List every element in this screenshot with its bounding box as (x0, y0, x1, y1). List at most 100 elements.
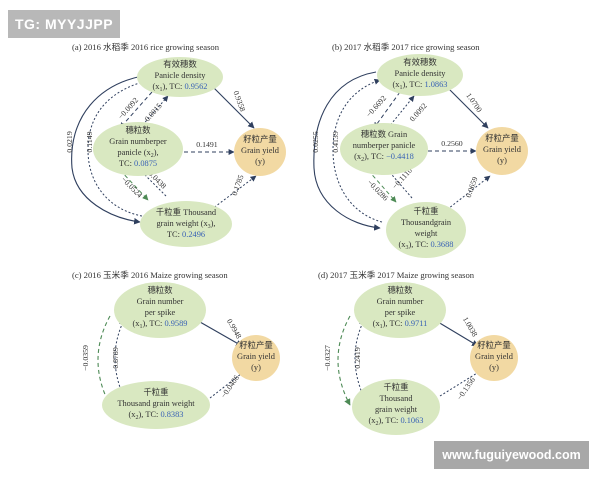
coef-a-x1-x3-a: 0.0219 (65, 131, 74, 153)
svg-text:(x2), TC: 0.8383: (x2), TC: 0.8383 (129, 410, 184, 421)
tc-value: 1.0863 (424, 80, 447, 89)
coef-b-x1-x2-a: −0.6692 (364, 94, 388, 119)
svg-text:(x2), TC: −0.4418: (x2), TC: −0.4418 (354, 152, 414, 163)
svg-text:numberper panicle: numberper panicle (353, 141, 416, 150)
svg-text:籽粒产量: 籽粒产量 (477, 340, 511, 350)
svg-text:Grain number: Grain number (377, 297, 424, 306)
svg-text:TC: 0.2496: TC: 0.2496 (167, 230, 205, 239)
svg-text:Panicle density: Panicle density (155, 71, 207, 80)
arrow-d-x1-y (437, 321, 479, 347)
arrow-b-x1-x3-outer (313, 71, 381, 231)
svg-text:Grain yield: Grain yield (241, 146, 280, 155)
node-d-x2: 千粒重 Thousand grain weight (x2), TC: 0.10… (352, 379, 440, 435)
svg-text:Grain number: Grain number (137, 297, 184, 306)
panel-b: (b) 2017 水稻季 2017 rice growing season 0.… (311, 41, 528, 258)
tc-value: 0.9711 (405, 319, 428, 328)
tc-value: 0.8383 (160, 410, 183, 419)
arrow-b-x1-x2-dashed (373, 91, 401, 129)
coef-b-x1-y: 1.0700 (464, 91, 484, 114)
tc-value: −0.4418 (386, 152, 414, 161)
coef-c-x1-y: 0.9948 (225, 317, 244, 340)
svg-text:穗粒数: 穗粒数 (147, 285, 173, 295)
arrow-b-x2-x3-dashed (367, 169, 397, 203)
svg-text:(x3), TC: 0.3688: (x3), TC: 0.3688 (399, 240, 454, 251)
svg-text:Thousand: Thousand (379, 394, 413, 403)
arrow-a-x3-y (207, 175, 257, 213)
svg-text:(x1), TC: 0.9589: (x1), TC: 0.9589 (133, 319, 188, 330)
node-a-y: 籽粒产量 Grain yield (y) (234, 128, 286, 176)
svg-text:有效穗数: 有效穗数 (163, 59, 197, 69)
svg-text:千粒重: 千粒重 (143, 387, 168, 397)
tc-value: 0.9562 (184, 82, 207, 91)
svg-text:Thousand grain weight: Thousand grain weight (117, 399, 195, 408)
coef-b-x1-x3-b: 0.4139 (331, 131, 340, 153)
arrow-a-x2-x1-dotted (139, 95, 169, 129)
node-d-y: 籽粒产量 Grain yield (y) (470, 335, 518, 381)
node-d-x1: 穗粒数 Grain number per spike (x1), TC: 0.9… (354, 282, 446, 338)
coef-d-x1-y: 1.0038 (461, 315, 480, 338)
coef-a-x1-x2-a: −0.0092 (116, 96, 140, 121)
svg-text:Grain numberper: Grain numberper (109, 137, 167, 146)
svg-text:panicle (x2),: panicle (x2), (117, 148, 158, 159)
node-a-x1: 有效穗数 Panicle density (x1), TC: 0.9562 (137, 57, 223, 97)
node-c-y: 籽粒产量 Grain yield (y) (232, 335, 280, 381)
arrow-b-x3-x1-dotted (332, 78, 383, 223)
arrow-a-x3-x1-dotted (87, 78, 151, 217)
tc-value: 0.3688 (430, 240, 453, 249)
tc-value: 0.0875 (134, 159, 157, 168)
coef-a-x2-x3-a: −0.0524 (119, 175, 144, 200)
svg-text:(x1), TC: 1.0863: (x1), TC: 1.0863 (393, 80, 448, 91)
svg-text:千粒重: 千粒重 (413, 206, 438, 216)
arrow-c-x1-y (199, 321, 243, 347)
panel-d: (d) 2017 玉米季 2017 Maize growing season −… (318, 269, 518, 435)
node-b-x1: 有效穗数 Panicle density (x1), TC: 1.0863 (377, 54, 463, 96)
coef-d-x1-x2-b: 0.2419 (353, 347, 362, 369)
arrow-d-x1-x2-dashed (337, 315, 351, 406)
coef-c-x1-x2-a: −0.0359 (81, 345, 90, 371)
node-c-x1: 穗粒数 Grain number per spike (x1), TC: 0.9… (114, 282, 206, 338)
svg-text:籽粒产量: 籽粒产量 (243, 134, 277, 144)
svg-text:TC: 0.0875: TC: 0.0875 (119, 159, 157, 168)
panel-d-title: (d) 2017 玉米季 2017 Maize growing season (318, 269, 475, 280)
svg-text:Thousandgrain: Thousandgrain (401, 218, 452, 227)
svg-text:(y): (y) (489, 363, 499, 372)
svg-text:grain weight: grain weight (375, 405, 418, 414)
svg-text:有效穗数: 有效穗数 (403, 57, 437, 67)
node-c-x2: 千粒重 Thousand grain weight (x2), TC: 0.83… (102, 381, 210, 429)
panel-a: (a) 2016 水稻季 2016 rice growing season 0.… (65, 41, 286, 247)
coef-d-x1-x2-a: −0.0327 (323, 345, 332, 371)
arrow-b-x3-y (443, 175, 491, 213)
tc-value: 0.2496 (182, 230, 205, 239)
coef-c-x2-y: −0.0406 (219, 373, 241, 399)
svg-text:Grain yield: Grain yield (483, 145, 522, 154)
watermark-bottom: www.fuguiyewood.com (434, 441, 589, 469)
arrow-d-x2-y (439, 369, 483, 397)
coef-b-x1-x2-b: 0.0092 (408, 101, 429, 123)
coef-d-x2-y: −0.1356 (455, 375, 477, 401)
svg-text:(y): (y) (251, 363, 261, 372)
coef-a-x1-x3-b: 0.1149 (85, 131, 94, 152)
node-a-x3: 千粒重 Thousand grain weight (x3), TC: 0.24… (140, 201, 232, 247)
svg-text:千粒重 Thousand: 千粒重 Thousand (156, 207, 217, 217)
svg-text:(x1), TC: 0.9711: (x1), TC: 0.9711 (373, 319, 428, 330)
svg-text:(y): (y) (497, 156, 507, 165)
tc-value: 0.9589 (164, 319, 187, 328)
panel-a-title: (a) 2016 水稻季 2016 rice growing season (72, 41, 220, 52)
svg-text:穗粒数: 穗粒数 (125, 125, 151, 135)
panel-b-title: (b) 2017 水稻季 2017 rice growing season (332, 41, 480, 52)
coef-b-x2-y: 0.2560 (441, 139, 463, 148)
svg-text:穗粒数: 穗粒数 (387, 285, 413, 295)
svg-text:千粒重: 千粒重 (383, 382, 408, 392)
svg-text:weight: weight (415, 229, 438, 238)
coef-a-x2-y: 0.1491 (196, 140, 218, 149)
coef-a-x1-y: 0.9358 (231, 90, 247, 113)
node-a-x2: 穗粒数 Grain numberper panicle (x2), TC: 0.… (93, 122, 183, 176)
arrow-b-x1-y (445, 85, 489, 129)
coef-b-x3-y: 0.0659 (464, 175, 480, 198)
svg-text:籽粒产量: 籽粒产量 (485, 133, 519, 143)
node-b-x3: 千粒重 Thousandgrain weight (x3), TC: 0.368… (386, 202, 466, 258)
arrow-c-x1-x2-dashed (97, 315, 111, 406)
svg-text:穗粒数 Grain: 穗粒数 Grain (361, 129, 408, 139)
tc-value: 0.1063 (400, 416, 423, 425)
